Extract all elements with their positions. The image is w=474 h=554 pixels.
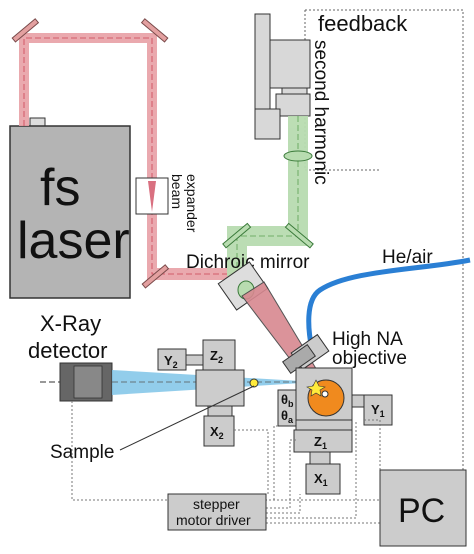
second-harmonic-unit	[254, 13, 311, 140]
feedback-label: feedback	[318, 11, 408, 36]
sample-pointer	[119, 385, 255, 451]
high-na-label-1: High NA	[332, 329, 403, 350]
z1-label: Z1	[314, 434, 327, 451]
green-mirrors	[222, 222, 314, 249]
y1-label: Y1	[371, 402, 385, 419]
fs-laser: fs laser	[9, 117, 131, 299]
stepper-label-1: stepper	[193, 496, 240, 512]
theta-b-label: θb	[281, 392, 294, 409]
laser-mirrors	[11, 18, 170, 289]
beam-expander: beam expander	[135, 174, 200, 233]
xray-detector-label-2: detector	[28, 338, 108, 363]
sample-label: Sample	[50, 442, 114, 463]
laser-beam-centerline	[23, 37, 236, 275]
x2-label: X2	[210, 424, 224, 441]
xray-detector-label-1: X-Ray	[40, 311, 101, 336]
beam-expander-label-1: beam	[169, 174, 185, 209]
he-air-label: He/air	[382, 247, 433, 268]
high-na-label-2: objective	[332, 348, 407, 369]
x1-label: X1	[314, 471, 328, 488]
green-beam	[227, 116, 308, 276]
stepper-label-2: motor driver	[176, 512, 251, 528]
main-stage	[277, 367, 393, 495]
he-air-tube	[306, 257, 471, 351]
stepper-motor-driver: stepper motor driver	[167, 493, 267, 531]
high-na-objective	[282, 333, 330, 375]
sample-stage-2	[157, 339, 245, 447]
fs-laser-label-2: laser	[17, 212, 130, 270]
control-wires	[71, 401, 390, 524]
second-harmonic-label: second harmonic	[310, 40, 331, 185]
beam-expander-label-2: expander	[184, 174, 200, 233]
green-beam-centerline	[236, 116, 299, 276]
z2-label: Z2	[210, 348, 223, 365]
theta-a-label: θa	[281, 408, 294, 425]
fs-laser-label-1: fs	[40, 159, 80, 217]
sample-marker	[249, 378, 259, 388]
green-lens	[283, 150, 313, 162]
y2-label: Y2	[164, 353, 178, 370]
xray-detector	[59, 362, 113, 402]
pc-label: PC	[398, 492, 445, 530]
pc-box: PC	[379, 469, 467, 547]
